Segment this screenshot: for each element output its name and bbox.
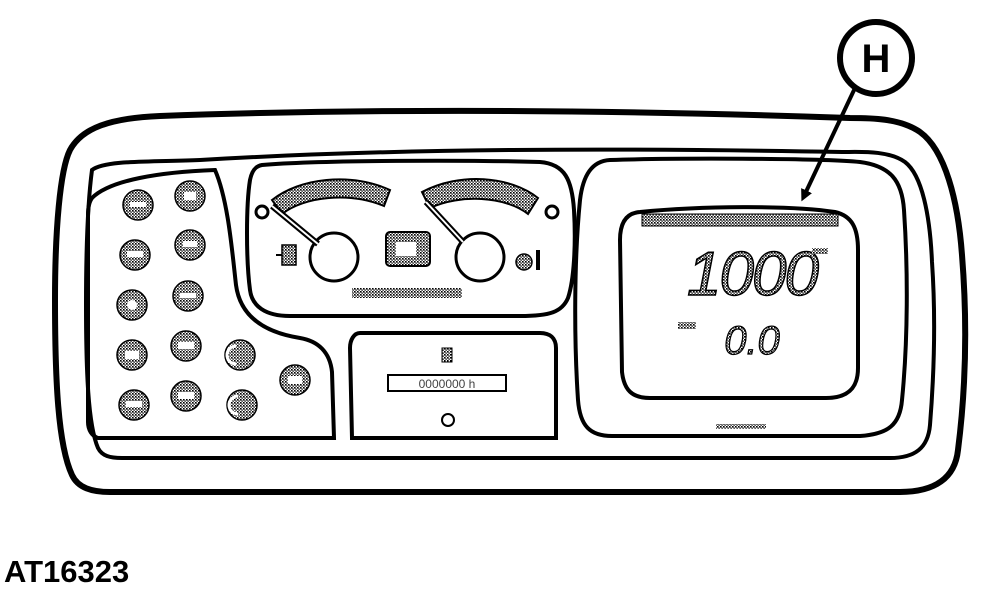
hour-meter-symbol-icon <box>441 413 455 427</box>
display-bottom-mark <box>716 424 766 429</box>
display-secondary-reading: 0.0 <box>724 319 780 363</box>
left-gauge-hub <box>308 231 360 283</box>
indicator-lamp <box>226 389 258 421</box>
callout-leader-arrow <box>801 87 857 202</box>
right-gauge-scale <box>420 178 540 216</box>
temperature-icon <box>515 250 540 271</box>
indicator-lamp <box>224 339 256 371</box>
hour-meter-panel <box>347 331 558 440</box>
hour-meter-value: 0000000 h <box>419 377 476 391</box>
cluster-housing-outer <box>51 107 969 495</box>
logo-icon <box>385 231 431 267</box>
indicator-glyphs <box>125 192 302 416</box>
secondary-unit-mark <box>678 322 696 329</box>
callout-circle <box>837 19 915 97</box>
display-screen <box>617 205 860 400</box>
fuel-icon <box>276 244 297 266</box>
display-primary-reading: 1000 <box>687 240 818 309</box>
gauge-panel-outline <box>245 158 577 318</box>
left-gauge-scale <box>270 178 392 216</box>
callout-label: H <box>862 37 891 81</box>
indicator-panel-outline <box>86 167 337 440</box>
display-panel-outer <box>573 156 909 438</box>
left-screw <box>254 204 270 220</box>
primary-unit-mark <box>812 248 828 254</box>
hour-meter-window <box>387 374 507 392</box>
right-gauge-hub <box>454 231 506 283</box>
right-screw <box>544 204 560 220</box>
brand-wordmark-icon <box>352 288 462 298</box>
hourglass-icon <box>441 347 453 363</box>
left-gauge-needle-inner <box>271 205 319 245</box>
right-gauge-needle-inner <box>425 201 464 243</box>
display-bar-graph <box>641 213 839 227</box>
figure-id-label: AT16323 <box>4 554 130 589</box>
